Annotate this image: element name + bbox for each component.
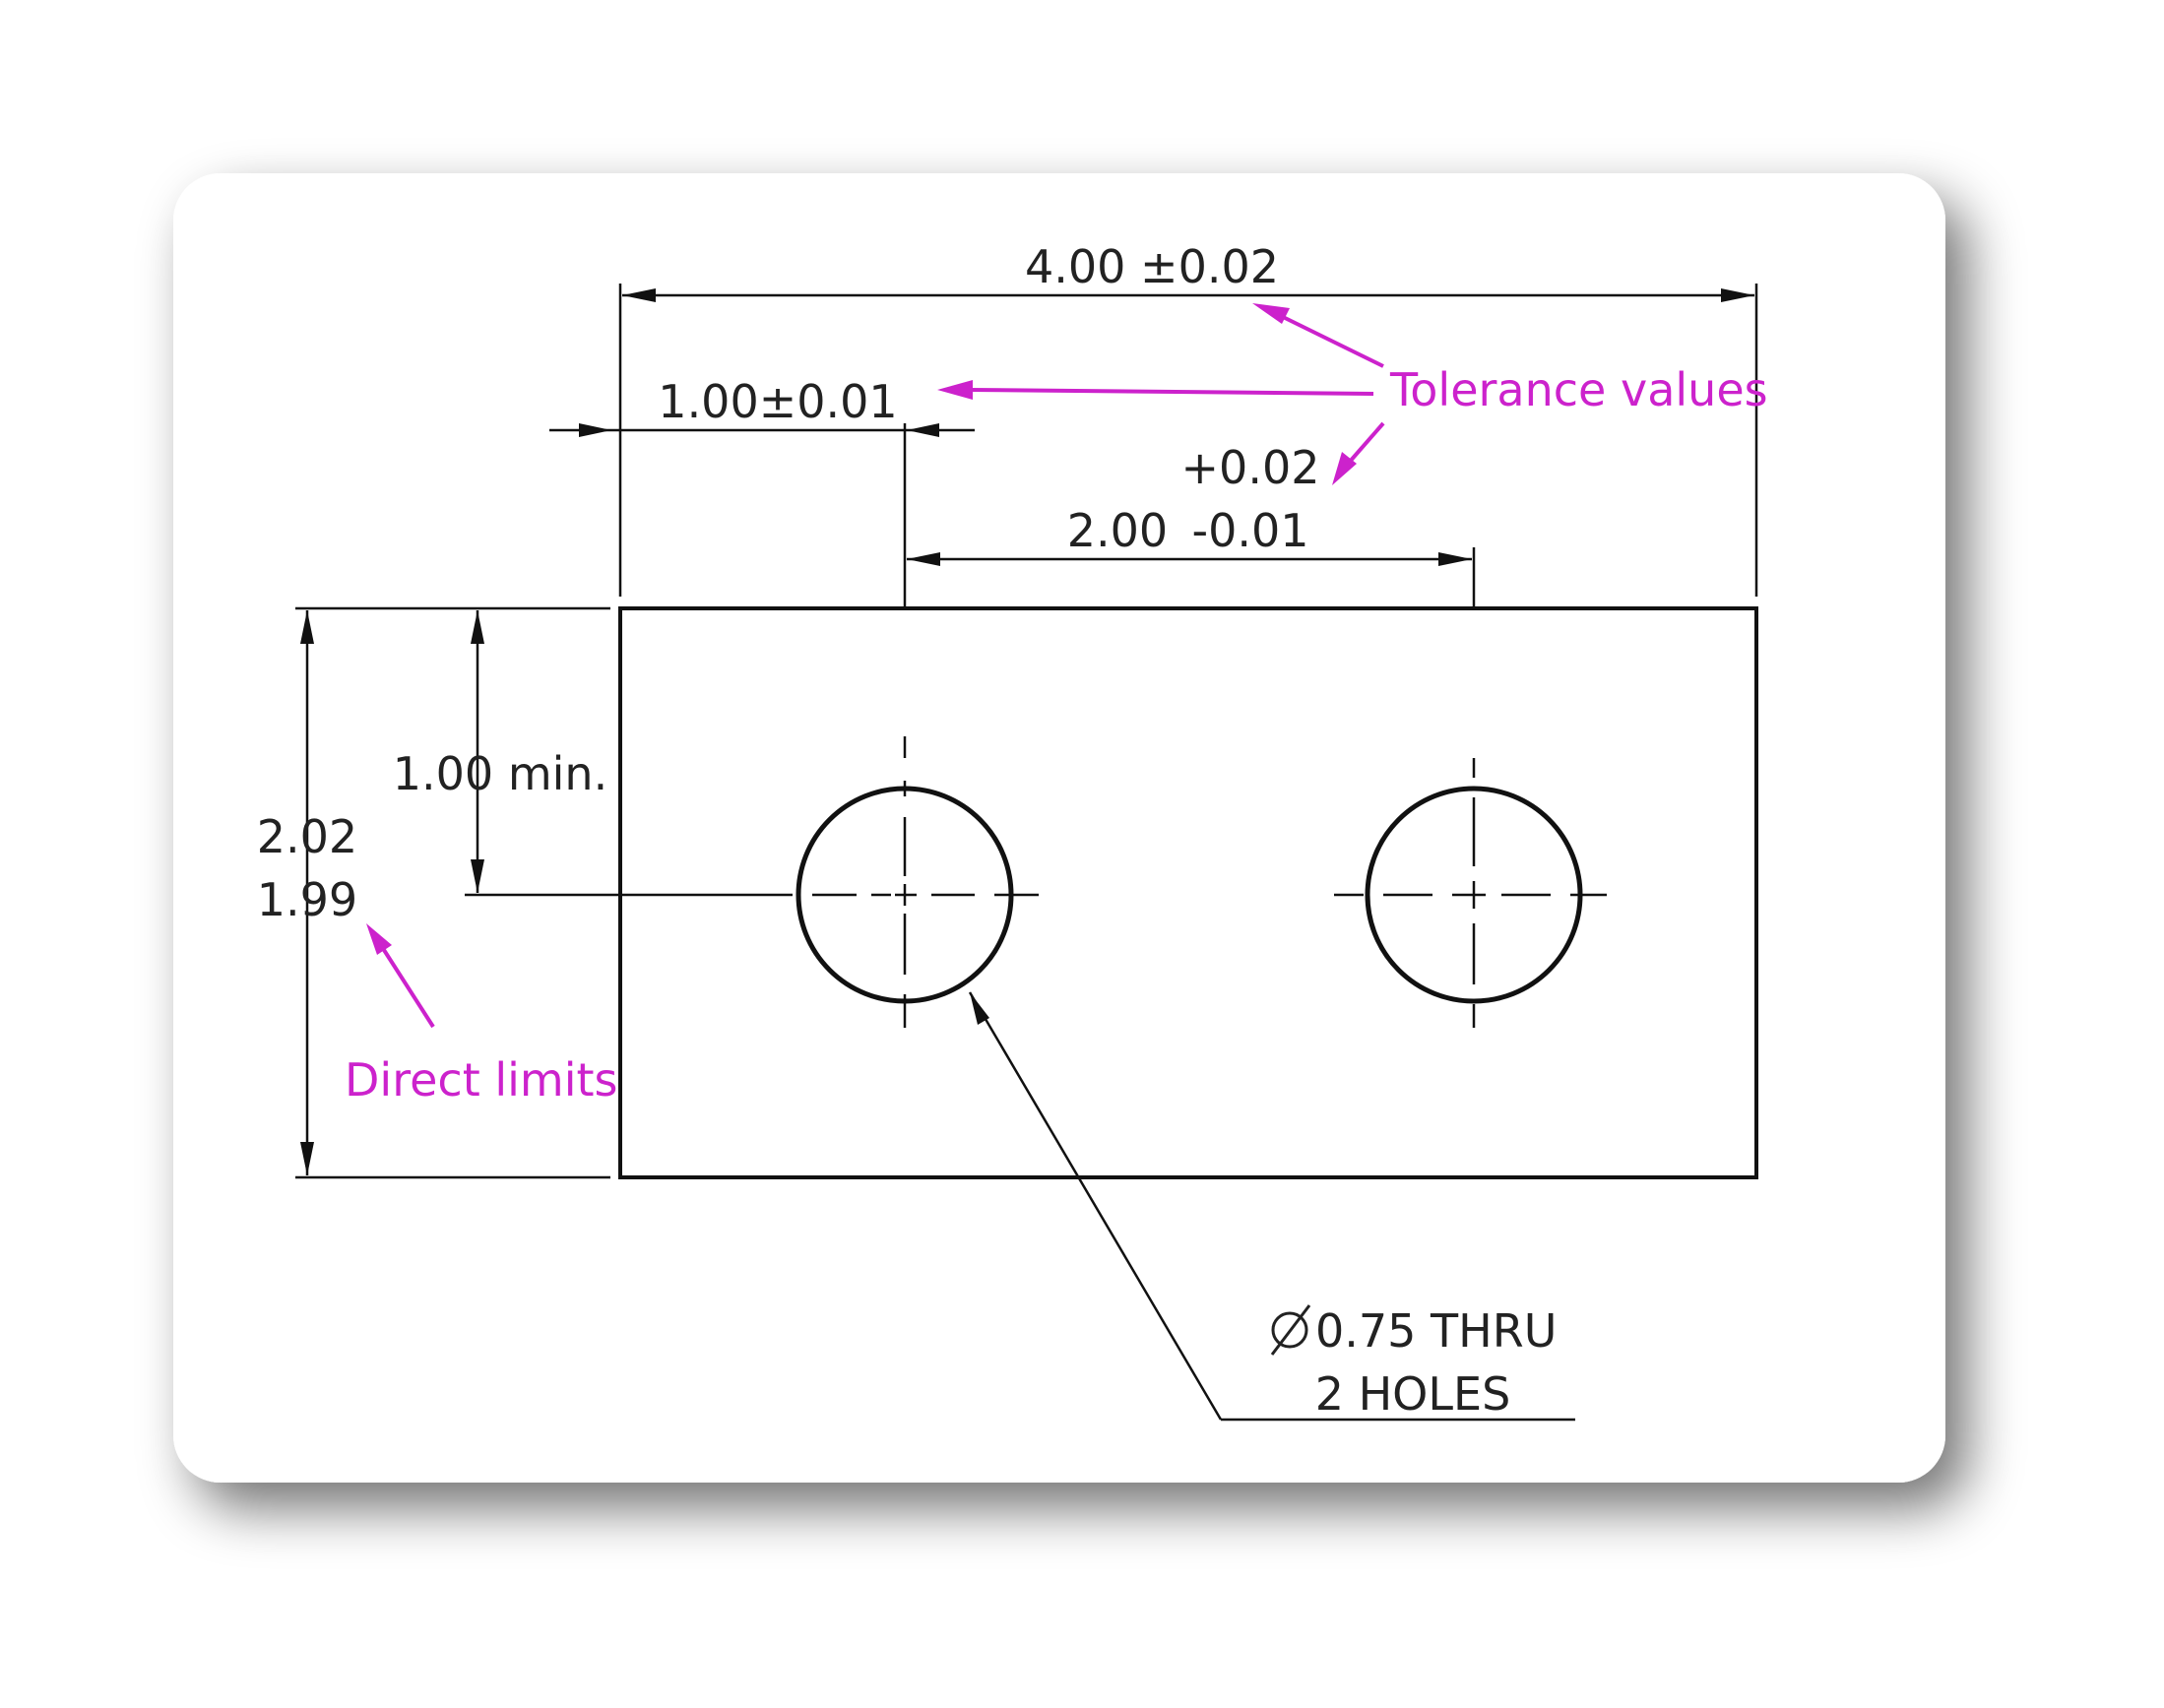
dim-hole-spacing-value: 2.00 xyxy=(1067,504,1168,557)
callout-line-1: 0.75 THRU xyxy=(1315,1304,1557,1358)
part-outline xyxy=(618,606,1758,1179)
dim-hole-height: 1.00 min. xyxy=(393,747,607,800)
diameter-icon xyxy=(1270,1304,1311,1356)
centerline-left-hole xyxy=(758,736,1039,1028)
dim-overall-length: 4.00 ±0.02 xyxy=(1025,240,1279,293)
drawing-card xyxy=(173,173,1945,1483)
dim-edge-to-hole: 1.00±0.01 xyxy=(658,375,897,428)
dim-height-lower-limit: 1.99 xyxy=(257,873,357,926)
arrowheads xyxy=(300,288,1754,1175)
dim-hole-spacing-lower: -0.01 xyxy=(1191,504,1308,557)
dim-height-upper-limit: 2.02 xyxy=(257,810,357,863)
annotation-arrows xyxy=(366,303,1385,1029)
hole-callout: 0.75 THRU 2 HOLES xyxy=(1270,1304,1557,1421)
extension-lines xyxy=(295,284,1758,1179)
annotation-tolerance-values: Tolerance values xyxy=(1389,363,1768,416)
centerline-right-hole xyxy=(1334,758,1607,1028)
dimension-lines xyxy=(305,293,1754,1422)
dim-hole-spacing-upper: +0.02 xyxy=(1181,441,1320,494)
annotation-direct-limits: Direct limits xyxy=(345,1053,618,1107)
callout-line-2: 2 HOLES xyxy=(1315,1367,1511,1421)
